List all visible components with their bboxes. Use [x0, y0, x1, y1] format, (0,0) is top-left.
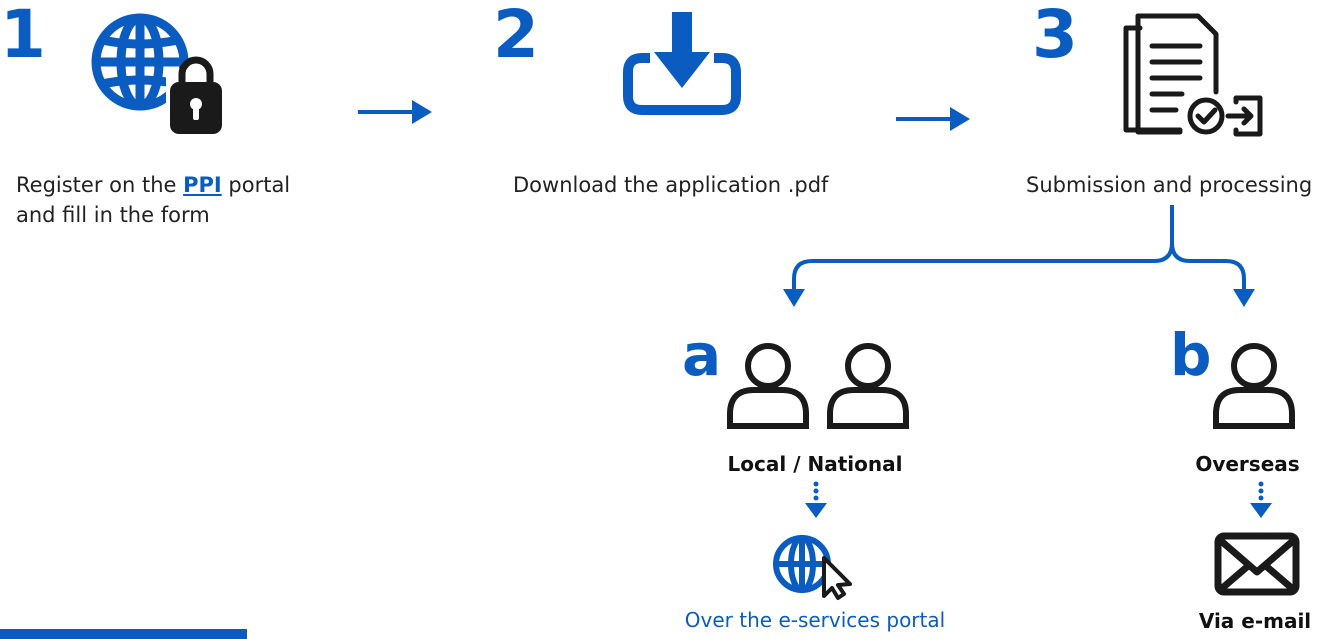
arrow-right-icon	[896, 107, 970, 131]
globe-lock-icon	[91, 13, 226, 134]
branch-letter-b: b	[1170, 321, 1212, 389]
documents-submit-icon	[1123, 13, 1263, 137]
envelope-icon	[1214, 532, 1300, 596]
branch-letter-a: a	[682, 321, 721, 389]
step3-caption: Submission and processing	[1026, 173, 1313, 197]
step1-caption: Register on the PPI portal and fill in t…	[16, 173, 291, 227]
local-national-label: Local / National	[727, 452, 903, 476]
ppi-link[interactable]: PPI	[183, 173, 222, 197]
portal-method-label: Over the e-services portal	[684, 608, 946, 632]
step-number-2: 2	[493, 0, 539, 73]
dotted-arrow-down-icon	[805, 481, 827, 518]
overseas-label: Overseas	[1195, 452, 1300, 476]
branch-connector	[783, 205, 1255, 307]
step-number-1: 1	[0, 0, 46, 73]
step-number-3: 3	[1032, 0, 1078, 73]
step2-caption: Download the application .pdf	[513, 173, 829, 197]
user-icon	[1213, 343, 1295, 429]
dotted-arrow-down-icon	[1250, 481, 1272, 518]
footer-bar	[0, 629, 247, 639]
arrow-right-icon	[358, 100, 432, 124]
users-icon	[727, 343, 909, 429]
email-method-label: Via e-mail	[1198, 609, 1312, 633]
globe-cursor-icon	[773, 535, 852, 600]
download-icon	[623, 12, 741, 115]
